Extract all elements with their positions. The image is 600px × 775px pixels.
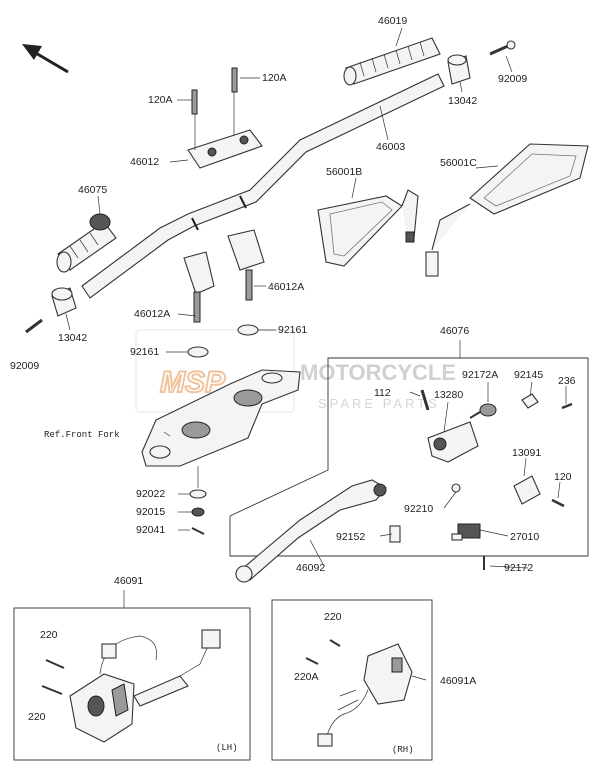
callout-92210[interactable]: 92210 bbox=[404, 503, 433, 515]
screw-236[interactable] bbox=[561, 402, 573, 410]
lh-screw-top[interactable] bbox=[45, 659, 65, 669]
callout-13042-top[interactable]: 13042 bbox=[448, 95, 477, 107]
callout-92161-left[interactable]: 92161 bbox=[130, 346, 159, 358]
callout-46075[interactable]: 46075 bbox=[78, 184, 107, 196]
watermark: MSP MOTORCYCLE SPARE PARTS bbox=[135, 329, 456, 413]
watermark-line1: MOTORCYCLE bbox=[300, 360, 456, 385]
mirror-left-part[interactable] bbox=[317, 189, 419, 267]
handlebar-part[interactable] bbox=[81, 73, 445, 299]
callout-46092[interactable]: 46092 bbox=[296, 562, 325, 574]
callout-92152[interactable]: 92152 bbox=[336, 531, 365, 543]
ref-front-fork-label[interactable]: Ref.Front Fork bbox=[44, 430, 120, 440]
callout-92145[interactable]: 92145 bbox=[514, 369, 543, 381]
bar-end-screw-right[interactable] bbox=[489, 40, 516, 56]
rh-screw-220A[interactable] bbox=[305, 657, 319, 665]
front-direction-arrow-icon bbox=[22, 44, 69, 74]
callout-13280[interactable]: 13280 bbox=[434, 389, 463, 401]
rh-handlebar-switch-part[interactable] bbox=[317, 643, 413, 747]
pivot-bolt-112[interactable] bbox=[420, 389, 430, 411]
lh-switch-panel-frame bbox=[13, 607, 251, 761]
callout-46091[interactable]: 46091 bbox=[114, 575, 143, 587]
callout-220-rh-top[interactable]: 220 bbox=[324, 611, 342, 623]
spring-92145[interactable] bbox=[521, 393, 539, 409]
callout-46003[interactable]: 46003 bbox=[376, 141, 405, 153]
callout-92172[interactable]: 92172 bbox=[504, 562, 533, 574]
callout-236[interactable]: 236 bbox=[558, 375, 576, 387]
callout-56001C[interactable]: 56001C bbox=[440, 157, 477, 169]
lh-panel-tag: (LH) bbox=[216, 743, 238, 753]
steering-washer-92022[interactable] bbox=[189, 489, 207, 499]
right-grip-part[interactable] bbox=[343, 37, 441, 86]
callout-56001B[interactable]: 56001B bbox=[326, 166, 362, 178]
callout-92172A[interactable]: 92172A bbox=[462, 369, 498, 381]
callout-27010[interactable]: 27010 bbox=[510, 531, 539, 543]
callout-220A[interactable]: 220A bbox=[294, 671, 319, 683]
callout-92022[interactable]: 92022 bbox=[136, 488, 165, 500]
rh-screw-top[interactable] bbox=[329, 639, 341, 647]
washer-right[interactable] bbox=[237, 324, 259, 336]
callout-46012A-right[interactable]: 46012A bbox=[268, 281, 304, 293]
bar-end-screw-left[interactable] bbox=[25, 318, 43, 334]
leader-lines bbox=[65, 27, 567, 681]
lh-handlebar-switch-part[interactable] bbox=[69, 629, 221, 743]
left-grip-part[interactable] bbox=[56, 213, 117, 273]
lever-part[interactable] bbox=[234, 479, 387, 583]
rh-panel-tag: (RH) bbox=[392, 745, 414, 755]
bar-end-weight-right[interactable] bbox=[447, 54, 471, 85]
brake-switch-27010[interactable] bbox=[451, 523, 481, 541]
callout-92009-left[interactable]: 92009 bbox=[10, 360, 39, 372]
rh-switch-panel-frame bbox=[271, 599, 433, 761]
mirror-right-part[interactable] bbox=[425, 143, 589, 277]
callout-13091[interactable]: 13091 bbox=[512, 447, 541, 459]
handlebar-holder-left[interactable] bbox=[183, 251, 215, 323]
lh-screw-bottom[interactable] bbox=[41, 685, 63, 695]
callout-220-lh-top[interactable]: 220 bbox=[40, 629, 58, 641]
callout-13042-left[interactable]: 13042 bbox=[58, 332, 87, 344]
cotter-pin-92041[interactable] bbox=[191, 527, 205, 535]
watermark-line2: SPARE PARTS bbox=[318, 396, 440, 411]
washer-left[interactable] bbox=[187, 346, 209, 358]
holder-clamp-13091[interactable] bbox=[513, 475, 541, 505]
nut-92210[interactable] bbox=[451, 483, 461, 493]
lever-group-frame bbox=[229, 357, 589, 557]
callout-92041[interactable]: 92041 bbox=[136, 524, 165, 536]
callout-112[interactable]: 112 bbox=[374, 387, 391, 399]
lever-holder-part[interactable] bbox=[427, 421, 479, 463]
callout-92009-top[interactable]: 92009 bbox=[498, 73, 527, 85]
callout-92015[interactable]: 92015 bbox=[136, 506, 165, 518]
callout-120A-right[interactable]: 120A bbox=[262, 72, 287, 84]
callout-46012[interactable]: 46012 bbox=[130, 156, 159, 168]
adjuster-92172A[interactable] bbox=[469, 403, 497, 419]
steering-nut-92015[interactable] bbox=[191, 507, 205, 517]
bar-end-weight-left[interactable] bbox=[51, 287, 77, 317]
callout-46019[interactable]: 46019 bbox=[378, 15, 407, 27]
steering-stem-head-part[interactable] bbox=[141, 369, 301, 467]
callout-46091A[interactable]: 46091A bbox=[440, 675, 476, 687]
handlebar-clamp-part[interactable] bbox=[187, 67, 263, 169]
callout-92161-right[interactable]: 92161 bbox=[278, 324, 307, 336]
callout-120[interactable]: 120 bbox=[554, 471, 572, 483]
handlebar-holder-right[interactable] bbox=[227, 229, 265, 301]
callout-46076[interactable]: 46076 bbox=[440, 325, 469, 337]
callout-120A-left[interactable]: 120A bbox=[148, 94, 173, 106]
callout-46012A-left[interactable]: 46012A bbox=[134, 308, 170, 320]
callout-220-lh-bottom[interactable]: 220 bbox=[28, 711, 46, 723]
bolt-120[interactable] bbox=[551, 498, 565, 508]
